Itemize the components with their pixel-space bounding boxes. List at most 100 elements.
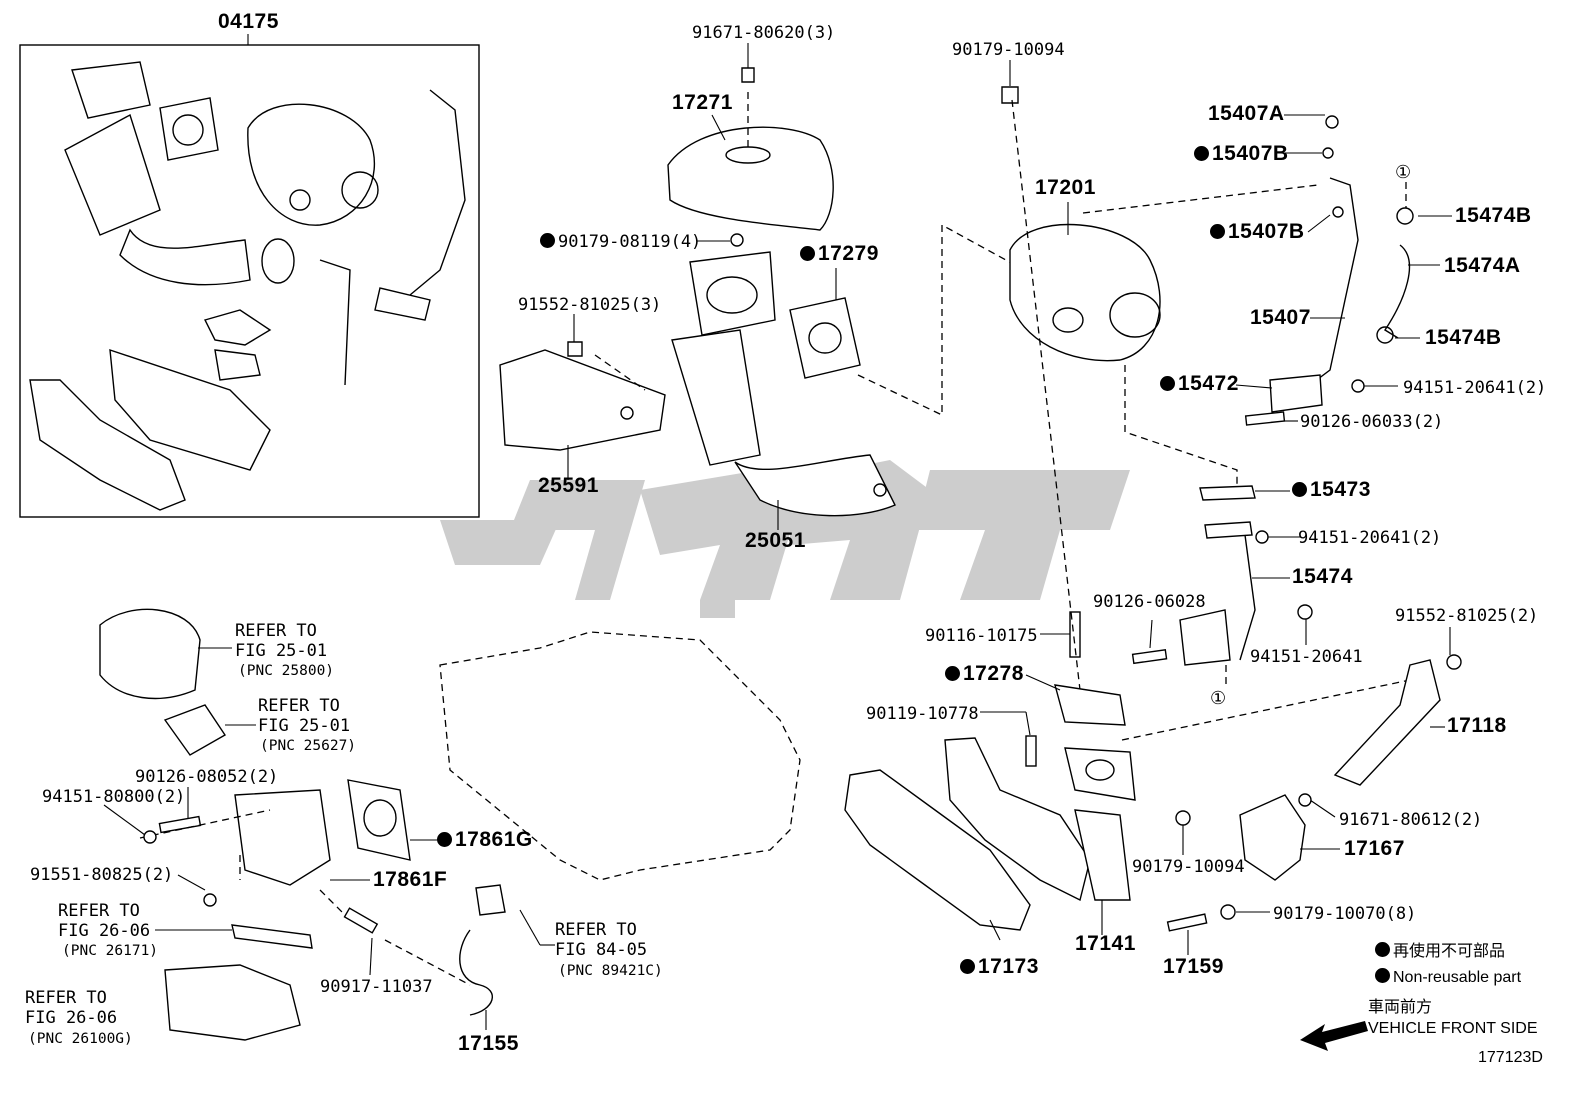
label-90116-10175: 90116-10175	[925, 626, 1038, 646]
ref-4-line3: (PNC 26100G)	[28, 1031, 133, 1047]
front-en: VEHICLE FRONT SIDE	[1368, 1020, 1538, 1037]
part-ref-thermostat-housing	[164, 964, 301, 1041]
label-15473: 15473	[1292, 479, 1371, 500]
label-15474B-2: 15474B	[1425, 326, 1502, 349]
label-91551-80825: 91551-80825(2)	[30, 865, 174, 885]
front-jp: 車両前方	[1368, 999, 1433, 1016]
part-gasket-17861G	[347, 779, 411, 861]
label-94151-20641: 94151-20641	[1250, 647, 1363, 667]
part-hose-17155	[459, 884, 506, 1016]
label-90179-08119: 90179-08119(4)	[540, 232, 701, 252]
part-heat-insulator-17167	[1239, 794, 1306, 881]
label-94151-20641-2a: 94151-20641(2)	[1403, 378, 1547, 398]
label-25591: 25591	[538, 474, 599, 497]
ref-3-line2: FIG 26-06	[58, 921, 151, 941]
label-15472: 15472	[1160, 373, 1239, 394]
part-catalytic-converter	[671, 251, 896, 517]
ref-4-line1: REFER TO	[25, 988, 107, 1008]
kit-turbocharger	[247, 103, 379, 226]
ref-5-line2: FIG 84-05	[555, 940, 648, 960]
ref-2-line3: (PNC 25627)	[260, 738, 357, 754]
leader-lines	[103, 43, 1452, 1030]
label-17861G: 17861G	[437, 829, 533, 850]
part-oil-pipe	[1269, 115, 1359, 413]
label-91671-80612: 91671-80612(2)	[1339, 810, 1483, 830]
cylinder-head-outline	[439, 631, 801, 881]
part-ref-gasket-25627	[163, 704, 226, 756]
label-91552-81025-3: 91552-81025(3)	[518, 295, 662, 315]
part-turbocharger	[1001, 86, 1319, 691]
part-gasket-17278	[1054, 684, 1126, 726]
label-91671-80620: 91671-80620(3)	[692, 23, 836, 43]
label-17118: 17118	[1447, 714, 1507, 737]
label-90179-10094-bottom: 90179-10094	[1132, 857, 1245, 877]
label-94151-80800: 94151-80800(2)	[42, 787, 186, 807]
part-bracket-25591	[499, 341, 666, 451]
kit-gasket	[159, 97, 219, 161]
ref-1-line1: REFER TO	[235, 621, 317, 641]
part-oil-return-pipe	[1124, 365, 1256, 688]
ref-5-line1: REFER TO	[555, 920, 637, 940]
ref-2-line1: REFER TO	[258, 696, 340, 716]
kit-ring-gasket	[261, 238, 295, 284]
legend-jp: 再使用不可部品	[1375, 942, 1505, 962]
label-90126-06028: 90126-06028	[1093, 592, 1206, 612]
arrow-vehicle-front	[1300, 1021, 1368, 1051]
part-ref-gasket-26171	[231, 924, 313, 949]
label-17173: 17173	[960, 956, 1039, 977]
figure-code: 177123D	[1478, 1049, 1543, 1066]
label-91552-81025-2: 91552-81025(2)	[1395, 606, 1539, 626]
label-90126-06033: 90126-06033(2)	[1300, 412, 1444, 432]
part-egr-valve-17861F	[139, 789, 331, 886]
kit-catalytic-converter	[64, 61, 251, 286]
label-90179-10070: 90179-10070(8)	[1273, 904, 1417, 924]
label-15474: 15474	[1292, 565, 1353, 588]
label-15407B-1: 15407B	[1194, 143, 1289, 164]
kit-frame	[19, 44, 480, 518]
label-17155: 17155	[458, 1032, 519, 1055]
part-gasket-17279	[789, 297, 861, 379]
ref-5-line3: (PNC 89421C)	[558, 963, 663, 979]
label-17271: 17271	[672, 91, 733, 114]
label-15474B-1: 15474B	[1455, 204, 1532, 227]
part-oil-hose	[1376, 182, 1414, 344]
ref-1-line2: FIG 25-01	[235, 641, 328, 661]
part-sensor-90917	[319, 889, 471, 986]
part-heat-insulator	[667, 67, 834, 231]
part-manifold-gasket	[844, 769, 1031, 931]
label-17167: 17167	[1344, 837, 1405, 860]
label-17861F: 17861F	[373, 868, 448, 891]
part-water-outlet-housing	[99, 608, 201, 700]
label-25051: 25051	[745, 529, 806, 552]
label-15407A: 15407A	[1208, 102, 1285, 125]
label-17141: 17141	[1075, 932, 1136, 955]
fasteners	[143, 233, 1462, 920]
label-17278: 17278	[945, 663, 1024, 684]
circled-one-top: ①	[1395, 162, 1412, 182]
label-04175: 04175	[218, 10, 279, 33]
label-15407B-2: 15407B	[1210, 221, 1305, 242]
label-90917-11037: 90917-11037	[320, 977, 433, 997]
legend-en: Non-reusable part	[1375, 968, 1521, 988]
label-90119-10778: 90119-10778	[866, 704, 979, 724]
circled-one-bottom: ①	[1210, 688, 1227, 708]
label-15407: 15407	[1250, 306, 1311, 329]
label-90126-08052: 90126-08052(2)	[135, 767, 279, 787]
label-17159: 17159	[1163, 955, 1224, 978]
part-exhaust-manifold	[944, 679, 1411, 902]
ref-3-line1: REFER TO	[58, 901, 140, 921]
ref-4-line2: FIG 26-06	[25, 1008, 118, 1028]
part-stay-17118	[1333, 659, 1441, 786]
dashed-connector	[857, 223, 1016, 417]
ref-1-line3: (PNC 25800)	[238, 663, 335, 679]
label-15474A: 15474A	[1444, 254, 1521, 277]
ref-2-line2: FIG 25-01	[258, 716, 351, 736]
label-17201: 17201	[1035, 176, 1096, 199]
label-17279: 17279	[800, 243, 879, 264]
label-90179-10094-top: 90179-10094	[952, 40, 1065, 60]
kit-oil-pipe	[319, 89, 466, 386]
label-94151-20641-2b: 94151-20641(2)	[1298, 528, 1442, 548]
kit-exhaust-manifold	[29, 309, 272, 511]
ref-3-line3: (PNC 26171)	[62, 943, 159, 959]
